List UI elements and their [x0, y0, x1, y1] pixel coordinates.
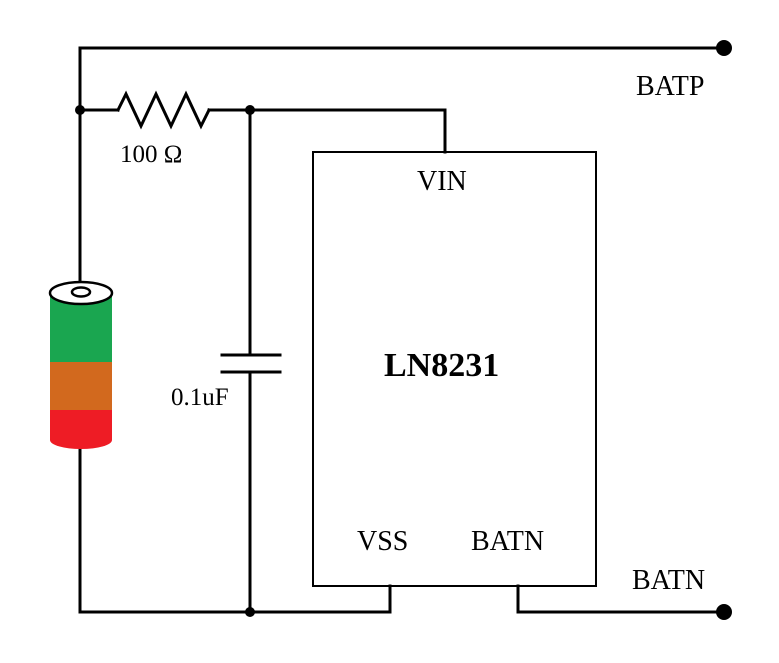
chip-body[interactable] — [312, 151, 597, 587]
battery-terminal-nub — [70, 286, 92, 298]
batn-terminal-dot[interactable] — [716, 604, 732, 620]
battery-icon[interactable] — [48, 280, 114, 449]
resistor-value-label: 100 Ω — [120, 141, 182, 168]
batn-output-wire — [516, 584, 726, 614]
vin-pin-label: VIN — [417, 166, 467, 197]
vss-rail-wire — [78, 584, 392, 614]
battery-segment-green — [50, 293, 112, 362]
resistor-symbol[interactable] — [115, 90, 212, 130]
batp-terminal-dot[interactable] — [716, 40, 732, 56]
batp-label: BATP — [636, 71, 704, 102]
vss-pin-label: VSS — [357, 526, 408, 557]
batn-terminal-label: BATN — [632, 565, 705, 596]
batn-pin-label: BATN — [471, 526, 544, 557]
battery-segment-red — [50, 410, 112, 449]
capacitor-value-label: 0.1uF — [171, 384, 229, 411]
chip-name-label: LN8231 — [384, 347, 499, 384]
battery-segment-orange — [50, 362, 112, 410]
